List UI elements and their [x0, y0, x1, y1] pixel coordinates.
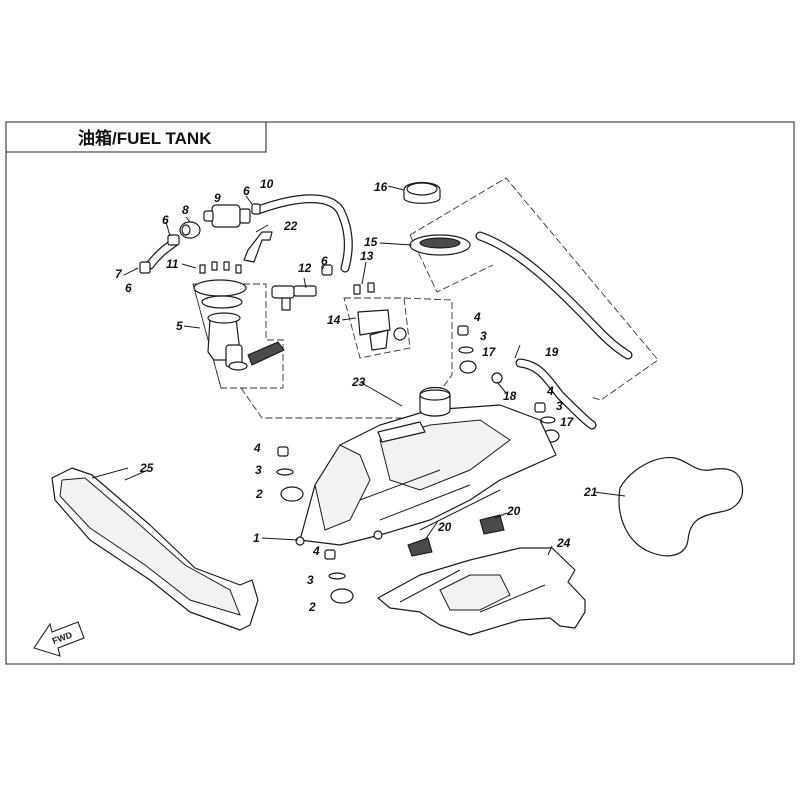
callout-15: 15: [364, 235, 378, 249]
callout-14: 14: [327, 313, 341, 327]
callout-22: 22: [283, 219, 298, 233]
heat-shield-pad: [618, 457, 744, 557]
title-box: [6, 122, 267, 153]
callout-25: 25: [139, 461, 154, 475]
callout-9: 9: [214, 191, 221, 205]
tank-lower-bracket: [377, 547, 586, 636]
connector-sleeve: [179, 221, 201, 239]
filler-neck-ring: [409, 234, 471, 256]
hose-clamps: [139, 203, 333, 276]
callout-3: 3: [307, 573, 314, 587]
callout-21: 21: [583, 485, 598, 499]
fuel-filter: [203, 204, 251, 228]
callout-2: 2: [308, 600, 316, 614]
callout-17: 17: [560, 415, 575, 429]
callout-16: 16: [374, 180, 388, 194]
callout-20: 20: [437, 520, 452, 534]
callout-6: 6: [125, 281, 132, 295]
callout-leaders: [91, 185, 626, 556]
fuel-cap: [403, 181, 441, 204]
callout-24: 24: [556, 536, 571, 550]
callout-3: 3: [556, 399, 563, 413]
fuel-tank-body: [295, 386, 557, 546]
callout-11: 11: [166, 257, 179, 271]
callout-17: 17: [482, 345, 497, 359]
callout-6: 6: [321, 254, 328, 268]
fuel-hoses: [145, 194, 633, 430]
callout-4: 4: [253, 441, 261, 455]
callout-19: 19: [545, 345, 559, 359]
callout-6: 6: [162, 213, 169, 227]
callout-18: 18: [503, 389, 517, 403]
fuel-gauge-sender: [353, 282, 407, 351]
callout-3: 3: [480, 329, 487, 343]
callout-12: 12: [298, 261, 312, 275]
rubber-cushions: [407, 514, 505, 557]
callout-4: 4: [546, 384, 554, 398]
side-cover-panel: [51, 467, 259, 631]
callout-13: 13: [360, 249, 374, 263]
callout-2: 2: [255, 487, 263, 501]
callout-10: 10: [260, 177, 274, 191]
callout-1: 1: [253, 531, 260, 545]
fwd-arrow-icon: FWD: [33, 621, 85, 657]
callout-4: 4: [312, 544, 320, 558]
quick-connector: [271, 285, 317, 311]
diagram-title: 油箱/FUEL TANK: [78, 128, 212, 148]
fuel-pump-assembly: [193, 261, 285, 371]
callout-6: 6: [243, 184, 250, 198]
callout-4: 4: [473, 310, 481, 324]
callout-3: 3: [255, 463, 262, 477]
support-bracket: [243, 231, 273, 263]
callout-20: 20: [506, 504, 521, 518]
assembly-dashed-lines: [192, 177, 659, 419]
callout-8: 8: [182, 203, 189, 217]
callout-7: 7: [115, 267, 123, 281]
callout-5: 5: [176, 319, 183, 333]
callout-23: 23: [351, 375, 366, 389]
callout-numbers: 1 2 2 3 3 3 3 4 4 4 4 5 6 6 6 6 7 8 9 10…: [115, 177, 598, 614]
diagram-frame: [5, 121, 795, 665]
